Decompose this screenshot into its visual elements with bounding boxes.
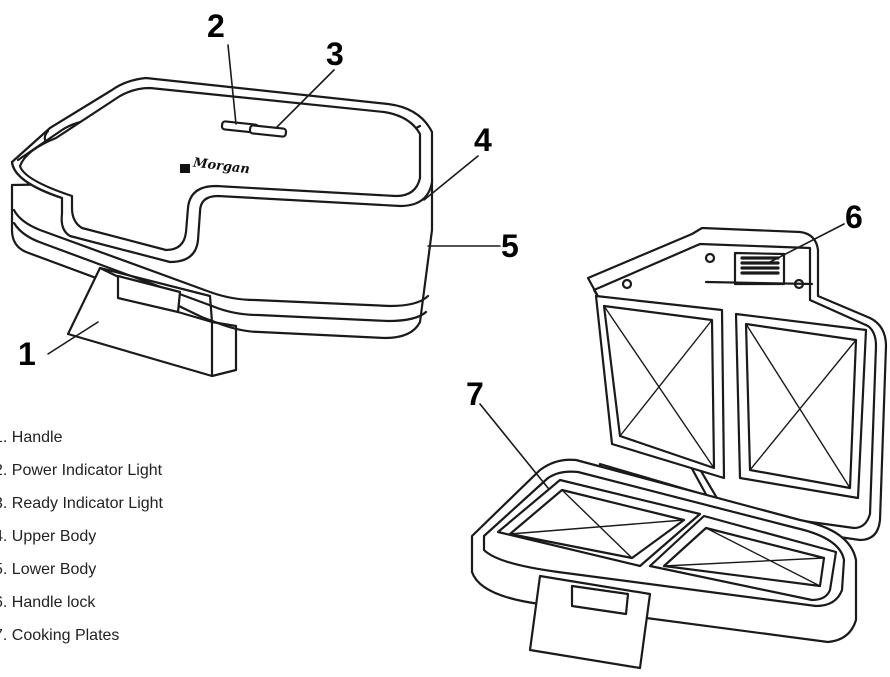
open-sandwich-maker	[470, 226, 888, 670]
leader-lines	[47, 44, 845, 489]
morgan-logo-mark	[180, 164, 190, 173]
legend-item: 2. Power Indicator Light	[0, 462, 163, 479]
legend-item: 3. Ready Indicator Light	[0, 495, 163, 512]
callout-number: 3	[326, 36, 344, 72]
callout-number: 2	[207, 8, 225, 44]
legend-item: 6. Handle lock	[0, 594, 96, 611]
callout-number: 1	[18, 336, 36, 372]
legend-item: 7. Cooking Plates	[0, 627, 120, 644]
parts-legend: 1. Handle 2. Power Indicator Light 3. Re…	[0, 428, 163, 659]
legend-item: 5. Lower Body	[0, 561, 97, 578]
callout-number: 4	[474, 122, 492, 158]
closed-sandwich-maker	[10, 76, 434, 378]
callout-number: 6	[845, 199, 863, 235]
legend-item: 1. Handle	[0, 429, 63, 446]
legend-item: 4. Upper Body	[0, 528, 97, 545]
ready-indicator-light	[248, 124, 288, 138]
callout-number: 5	[501, 228, 519, 264]
callout-number: 7	[466, 376, 484, 412]
